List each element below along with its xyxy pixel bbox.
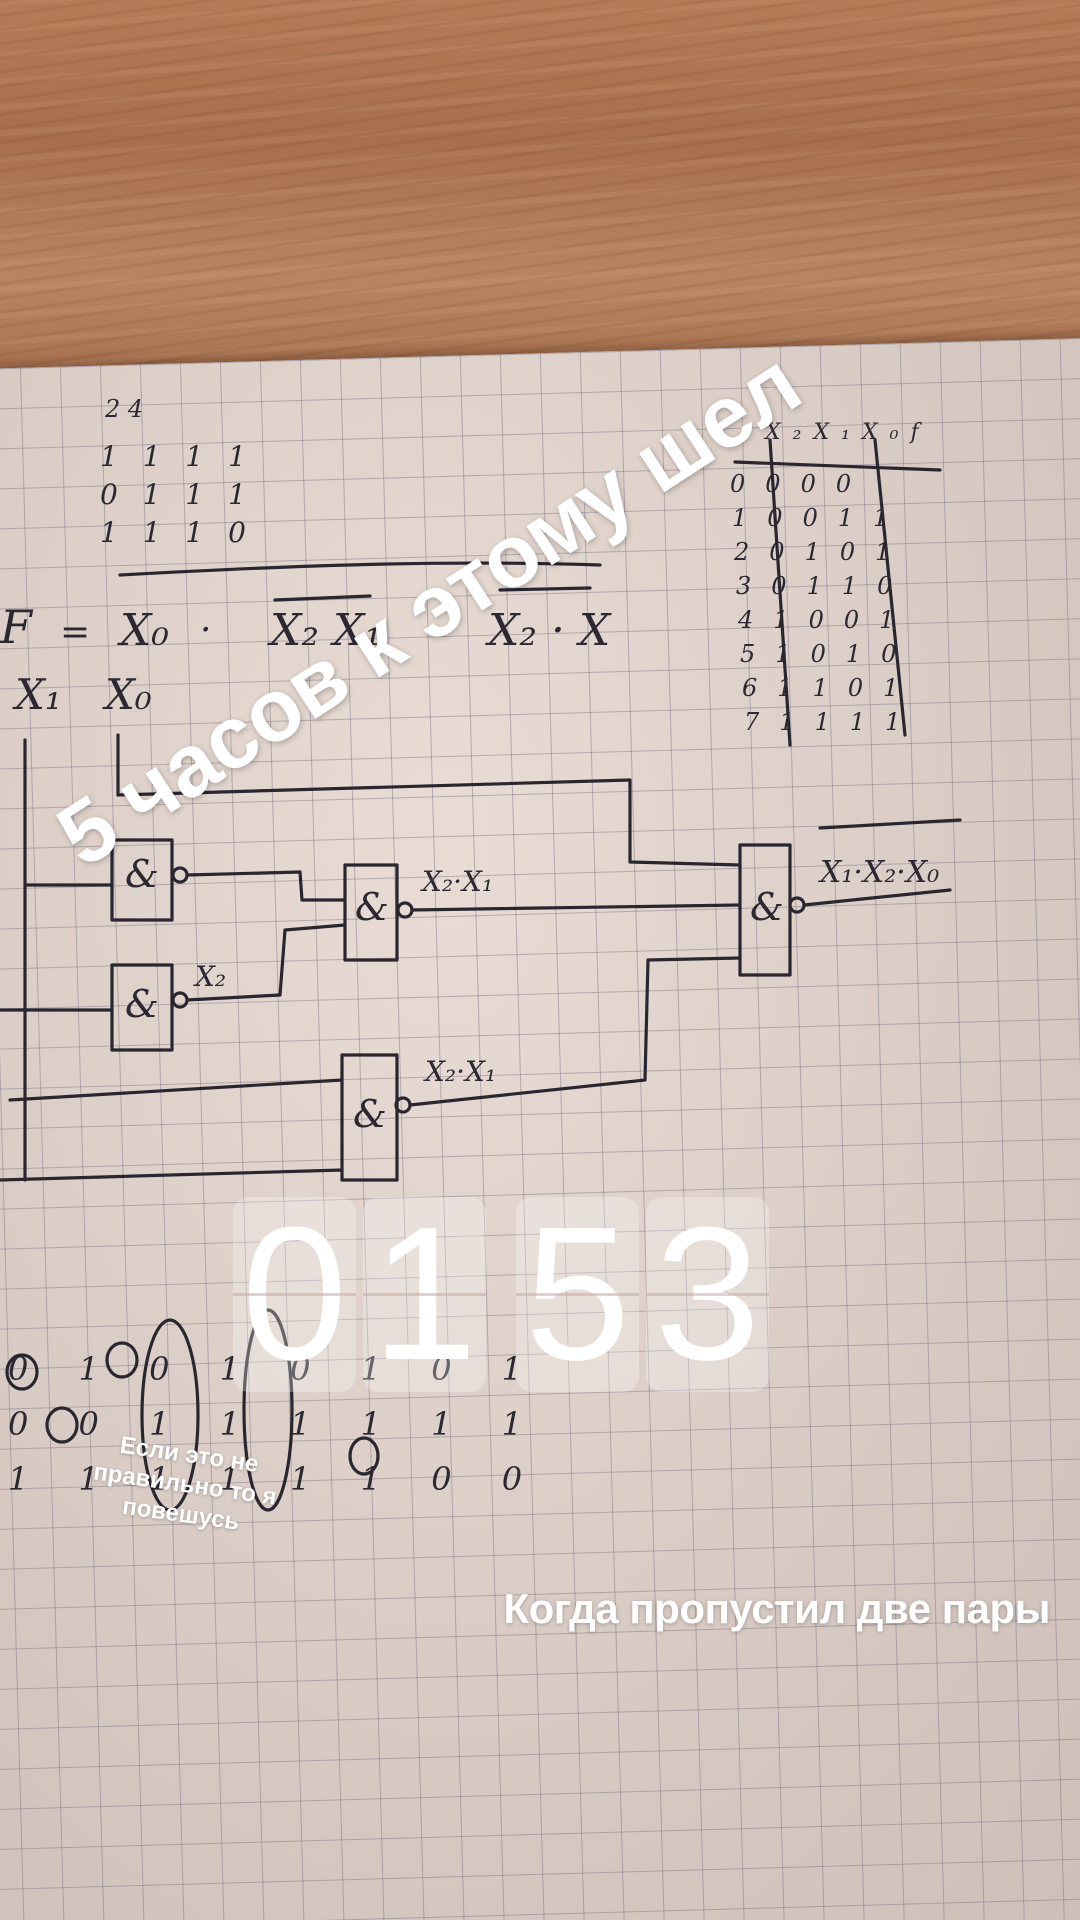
gate-4-symbol: &	[353, 1092, 387, 1136]
gate-5-bubble	[788, 896, 806, 914]
gate-1-body	[110, 838, 174, 922]
gate-1-symbol: &	[125, 852, 159, 896]
counter-digit-2: 1	[363, 1197, 486, 1392]
story-bottom-caption: Когда пропустил две пары	[503, 1585, 1050, 1632]
wooden-table	[0, 0, 1080, 400]
note-top-numbers: 2 4	[105, 395, 144, 423]
wire-x0	[116, 778, 742, 867]
formula-overline	[118, 561, 602, 577]
truth-table-row: 61101	[742, 674, 919, 702]
formula-x0: X₀	[120, 605, 169, 656]
truth-table-row: 71111	[744, 708, 921, 736]
truth-table-row: 30110	[736, 572, 913, 600]
flip-counter-sticker: 0 1 5 3	[233, 1197, 771, 1392]
gate-2-body	[110, 963, 174, 1052]
gate-5-output-label: X₁·X₂·X₀	[820, 855, 940, 890]
bottom-matrix-row-1: 0 1 0 1 0 1 0 1	[8, 1350, 543, 1388]
bottom-matrix-row-2: 0 0 1 1 1 1 1 1	[8, 1405, 543, 1443]
formula-x2x1: X₂ X₁	[270, 605, 382, 656]
truth-table-header: X₂X₁X₀f	[765, 420, 931, 445]
truth-table-row: 41001	[738, 606, 915, 634]
gate-5-symbol: &	[750, 885, 784, 929]
gate-2-bubble	[171, 991, 189, 1009]
gate-3-symbol: &	[355, 885, 389, 929]
table-index-line	[768, 438, 792, 747]
gate-1-bubble	[171, 866, 189, 884]
input-label-x0: X₀	[105, 670, 152, 719]
gate-5-body	[738, 843, 792, 977]
table-header-line	[733, 460, 942, 472]
gate-3-bubble	[396, 901, 414, 919]
gate-4-output-label: X₂·X₁	[425, 1055, 497, 1088]
formula-dot-2: ·	[445, 610, 457, 651]
bottom-matrix-row-3: 1 1 1 1 1 1 0 0	[8, 1460, 543, 1498]
matrix-row-3: 1 1 1 0	[100, 516, 254, 549]
counter-digit-1: 0	[233, 1197, 356, 1392]
karnaugh-group-2	[242, 1308, 294, 1512]
gate-4-body	[340, 1053, 399, 1182]
gate-2-symbol: &	[125, 982, 159, 1026]
gate-2-output-label: X₂	[195, 960, 227, 993]
karnaugh-group-1	[140, 1318, 200, 1512]
truth-table-row: 0000	[730, 470, 872, 498]
counter-digit-4: 3	[646, 1197, 769, 1392]
counter-digit-3: 5	[516, 1197, 639, 1392]
formula-dot-1: ·	[200, 610, 212, 651]
truth-table-row: 10011	[732, 504, 909, 532]
overline-x2	[498, 586, 592, 592]
formula-equals: =	[60, 612, 91, 653]
table-f-line	[873, 438, 907, 737]
formula-x2-dot-x: X₂ · X	[488, 605, 611, 656]
matrix-row-2: 0 1 1 1	[100, 478, 254, 511]
matrix-row-1: 1 1 1 1	[100, 440, 254, 473]
formula-f: F	[0, 600, 32, 654]
gate-3-output-label: X₂·X₁	[422, 865, 494, 898]
overline-x2x1	[273, 594, 372, 602]
input-label-x1: X₁	[15, 670, 62, 719]
truth-table-row: 20101	[734, 538, 911, 566]
truth-table-row: 51010	[740, 640, 917, 668]
